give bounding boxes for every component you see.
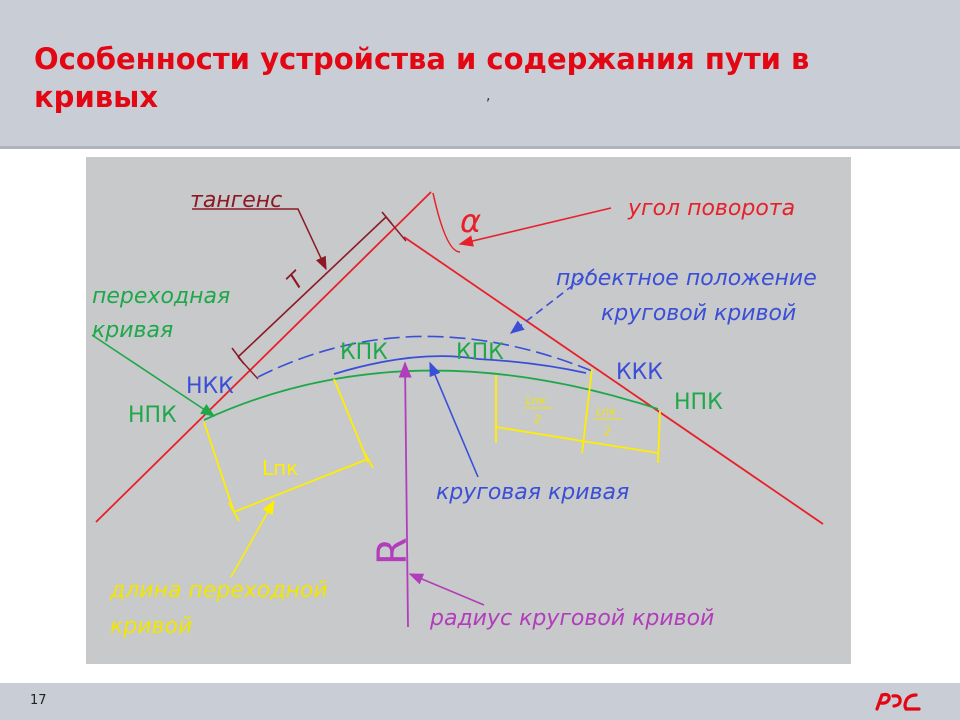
angle-label: угол поворота (627, 196, 795, 221)
angle-arc (432, 192, 461, 253)
page-number: 17 (30, 693, 47, 708)
design-curve-arrow (509, 268, 595, 334)
transition-label-2: кривая (92, 318, 173, 343)
circular-curve-label: круговая кривая (436, 480, 629, 505)
design-position-label-1: проектное положение (556, 266, 817, 291)
kpk-label-left: КПК (340, 340, 388, 365)
lpk-tick-right (362, 449, 374, 469)
transition-curve (203, 369, 659, 421)
kpk-label-right: КПК (456, 340, 504, 365)
half-ext-3 (657, 410, 661, 464)
npk-label-left: НПК (128, 403, 177, 428)
angle-arrow (458, 207, 612, 247)
radius-arrow (408, 573, 485, 606)
lpk-tick-left (228, 502, 240, 522)
curve-diagram-svg: тангенс T α угол поворота проектное поло… (91, 188, 824, 639)
radius-label: радиус круговой кривой (429, 606, 714, 631)
tangent-line-left (95, 191, 432, 523)
lpk-ext-right (333, 378, 369, 463)
length-label-2: кривой (110, 614, 192, 639)
half-1-numerator: Lпк (526, 394, 546, 407)
lpk-dimension (233, 458, 369, 513)
length-arrow (230, 499, 275, 578)
tangent-label: тангенс (190, 188, 282, 213)
tangent-dimension-line (237, 216, 387, 358)
angle-symbol: α (460, 202, 481, 240)
tangent-leader (192, 208, 327, 271)
radius-line (398, 361, 412, 628)
nkk-label: НКК (186, 374, 234, 399)
tangent-offset-bottom (237, 356, 259, 380)
npk-label-right: НПК (674, 390, 723, 415)
circular-curve (333, 355, 587, 375)
curve-diagram: тангенс T α угол поворота проектное поло… (86, 157, 851, 664)
circular-curve-arrow (429, 361, 479, 478)
half-2-numerator: Lпк (596, 405, 616, 418)
design-position-label-2: круговой кривой (601, 301, 796, 326)
lpk-label: Lпк (262, 456, 298, 480)
tangent-symbol: T (283, 267, 311, 295)
half-1-denominator: 2 (534, 413, 541, 426)
title-mark: , (486, 88, 491, 104)
header: Особенности устройства и содержания пути… (0, 0, 960, 149)
footer: 17 (0, 683, 960, 720)
transition-arrow (91, 334, 216, 417)
lpk-ext-left (203, 421, 235, 513)
transition-label-1: переходная (92, 284, 230, 309)
length-label-1: длина переходной (109, 578, 328, 603)
half-ext-2 (581, 368, 593, 454)
half-2-denominator: 2 (604, 425, 611, 438)
half-dimension (495, 426, 659, 454)
page-title: Особенности устройства и содержания пути… (34, 42, 810, 114)
design-curve-dashed (257, 335, 593, 378)
radius-symbol: R (370, 537, 416, 565)
kkk-label: ККК (616, 360, 663, 385)
rzd-logo (875, 692, 921, 711)
tangent-line-right (403, 236, 824, 525)
tangent-offset-top (385, 216, 407, 242)
